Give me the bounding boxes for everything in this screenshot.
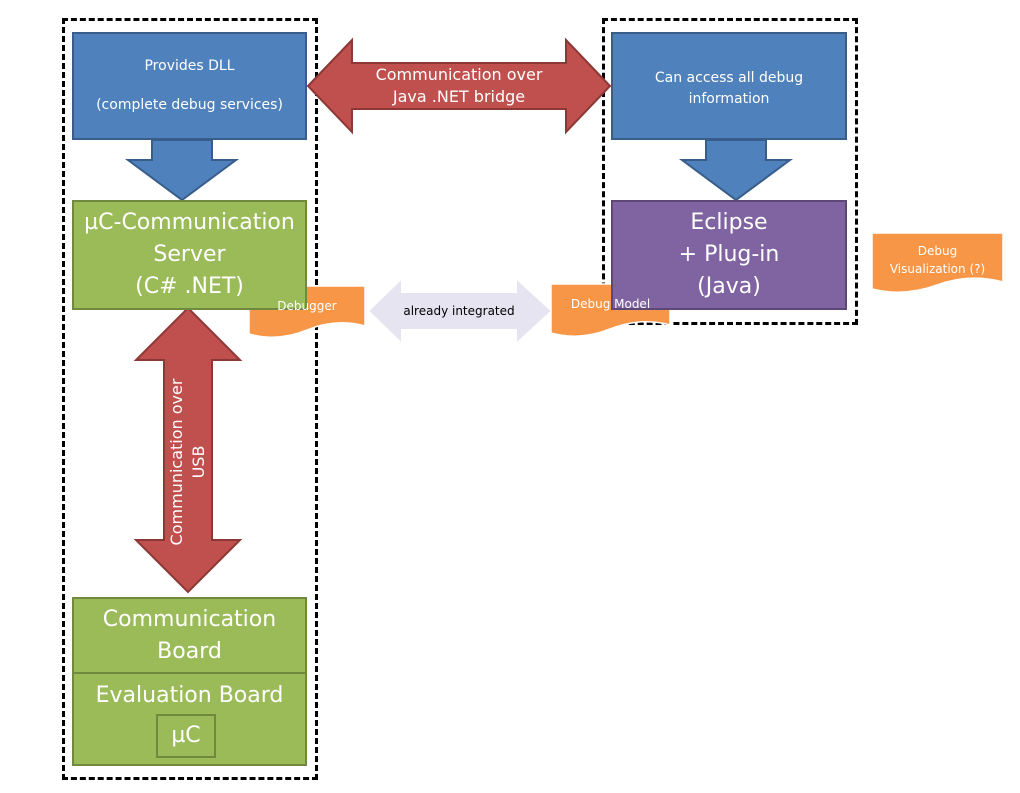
debug-visualization-note-shape: [871, 232, 1004, 293]
debugger-note: Debugger: [249, 290, 365, 322]
comm-board-line1: Communication: [102, 606, 277, 632]
dll-box-line1: Provides DLL: [144, 58, 235, 74]
right-group-container: [602, 18, 858, 325]
debug-info-line2: information: [688, 91, 770, 107]
bridge-label-line2: Java .NET bridge: [392, 87, 526, 106]
usb-label-line1: Communication over: [167, 378, 187, 546]
server-box-line1: µC-Communication: [84, 210, 295, 236]
uc-communication-server-box: µC-Communication Server (C# .NET): [72, 200, 307, 310]
debug-vis-line2: Visualization (?): [889, 262, 986, 276]
eclipse-line1: Eclipse: [690, 210, 768, 236]
usb-label-line2: USB: [189, 445, 208, 479]
debug-info-down-arrow: [678, 139, 794, 202]
eval-board-label: Evaluation Board: [95, 683, 284, 708]
comm-board-line2: Board: [157, 638, 222, 664]
debug-info-line1: Can access all debug: [654, 70, 804, 86]
dll-box-line2: (complete debug services): [96, 97, 283, 113]
debug-model-note: Debug Model: [551, 288, 670, 320]
debugger-note-label: Debugger: [277, 299, 337, 313]
integrated-arrow-label: already integrated: [402, 298, 516, 324]
server-box-line3: (C# .NET): [135, 273, 244, 299]
usb-arrow-label: Communication over USB: [162, 372, 214, 552]
debug-info-box: Can access all debug information: [611, 32, 847, 140]
server-box-line2: Server: [153, 242, 226, 268]
communication-board-box: Communication Board: [72, 597, 307, 674]
bridge-double-arrow: [306, 37, 612, 135]
left-group-container: [62, 18, 318, 780]
dll-box: Provides DLL (complete debug services): [72, 32, 307, 140]
dll-down-arrow: [124, 139, 240, 202]
usb-double-arrow: [133, 306, 243, 594]
uc-chip-box: µC: [156, 714, 216, 758]
debug-visualization-note: Debug Visualization (?): [872, 238, 1003, 282]
uc-chip-label: µC: [171, 723, 201, 749]
debug-vis-line1: Debug: [917, 244, 958, 258]
bridge-arrow-label: Communication over Java .NET bridge: [352, 62, 566, 110]
eclipse-plugin-box: Eclipse + Plug-in (Java): [611, 200, 847, 310]
integrated-label: already integrated: [403, 304, 515, 318]
eclipse-line2: + Plug-in: [678, 242, 780, 268]
debug-model-note-label: Debug Model: [570, 297, 651, 311]
eclipse-line3: (Java): [697, 273, 761, 299]
bridge-label-line1: Communication over: [375, 65, 543, 85]
